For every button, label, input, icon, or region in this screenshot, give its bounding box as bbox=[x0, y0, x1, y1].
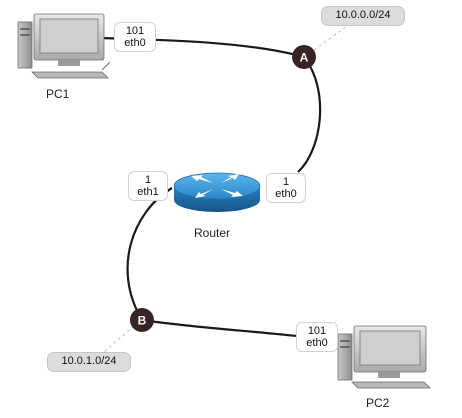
leader-b-network bbox=[103, 325, 135, 353]
router-icon[interactable] bbox=[173, 172, 261, 212]
leader-a-network bbox=[313, 23, 351, 51]
hub-b-icon[interactable]: B bbox=[130, 308, 154, 332]
pc2-iface-name: eth0 bbox=[306, 337, 328, 349]
hub-b-label: B bbox=[138, 314, 147, 328]
pc1-name: PC1 bbox=[46, 87, 70, 101]
link-router-to-b bbox=[126, 187, 173, 321]
pc1-iface-name: eth0 bbox=[124, 37, 146, 49]
router-name: Router bbox=[194, 226, 231, 240]
pc2-desktop-computer-icon[interactable] bbox=[337, 325, 431, 389]
pc2-name: PC2 bbox=[366, 396, 390, 410]
network-b-badge: 10.0.1.0/24 bbox=[47, 352, 131, 372]
hub-a-label: A bbox=[300, 51, 309, 65]
router-eth1-number: 1 bbox=[144, 174, 152, 186]
pc1-desktop-computer-icon[interactable] bbox=[17, 13, 111, 79]
router-eth1-label: 1 eth1 bbox=[128, 171, 168, 201]
pc2-iface-number: 101 bbox=[307, 325, 327, 337]
network-a-badge: 10.0.0.0/24 bbox=[321, 6, 405, 26]
router-eth0-label: 1 eth0 bbox=[266, 173, 306, 203]
link-a-to-router bbox=[297, 56, 322, 173]
hub-a-icon[interactable]: A bbox=[292, 45, 316, 69]
network-leaders bbox=[103, 23, 351, 353]
pc1-iface-number: 101 bbox=[125, 25, 145, 37]
pc2-interface-label: 101 eth0 bbox=[296, 322, 338, 352]
pc1-interface-label: 101 eth0 bbox=[114, 22, 156, 52]
router-eth0-number: 1 bbox=[282, 176, 290, 188]
router-eth1-name: eth1 bbox=[137, 186, 159, 198]
router-eth0-name: eth0 bbox=[275, 188, 297, 200]
